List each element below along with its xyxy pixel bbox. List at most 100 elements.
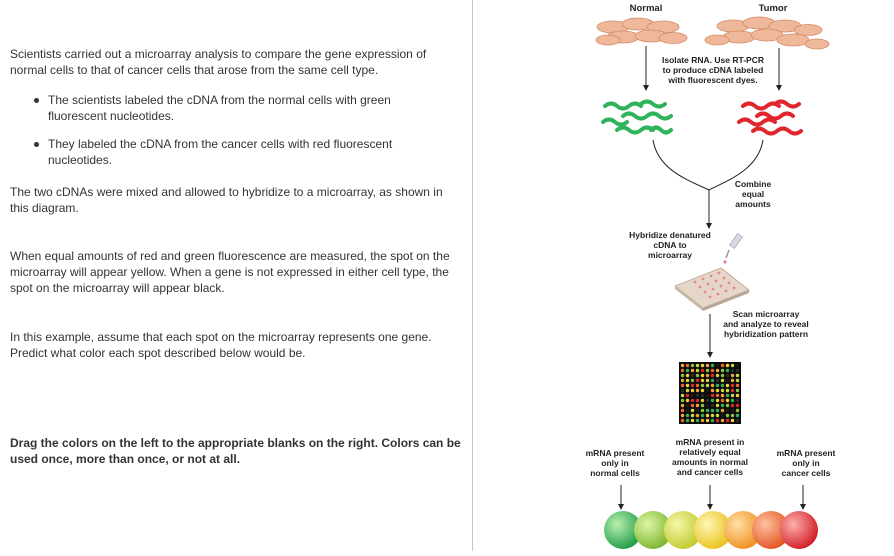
microarray-spot <box>700 398 705 403</box>
microarray-spot <box>715 393 720 398</box>
microarray-spot <box>705 398 710 403</box>
microarray-spot <box>715 373 720 378</box>
microarray-spot <box>695 403 700 408</box>
microarray-spot <box>695 388 700 393</box>
microarray-spot <box>680 373 685 378</box>
microarray-spot <box>685 378 690 383</box>
microarray-spot <box>685 388 690 393</box>
microarray-spot <box>725 418 730 423</box>
color-spectrum <box>604 511 818 549</box>
bullet-dot <box>34 142 39 147</box>
hybridize-text-2: cDNA to <box>653 240 686 250</box>
microarray-spot <box>735 418 740 423</box>
microarray-spot <box>715 378 720 383</box>
microarray-spot <box>735 398 740 403</box>
microarray-spot <box>680 383 685 388</box>
microarray-spot <box>705 368 710 373</box>
microarray-spot <box>720 388 725 393</box>
microarray-slide <box>674 267 750 311</box>
microarray-spot <box>690 418 695 423</box>
microarray-spot <box>700 363 705 368</box>
microarray-spot <box>690 398 695 403</box>
microarray-spot <box>690 373 695 378</box>
microarray-spot <box>720 363 725 368</box>
scan-text-3: hybridization pattern <box>724 329 808 339</box>
microarray-spot <box>730 368 735 373</box>
microarray-spot <box>700 388 705 393</box>
microarray-spot <box>695 418 700 423</box>
bullet-list: The scientists labeled the cDNA from the… <box>10 92 450 180</box>
microarray-spot <box>735 378 740 383</box>
microarray-spot <box>720 418 725 423</box>
microarray-spot <box>690 378 695 383</box>
microarray-spot <box>695 398 700 403</box>
microarray-spot <box>735 388 740 393</box>
microarray-spot <box>720 373 725 378</box>
microarray-spot <box>685 408 690 413</box>
microarray-spot <box>730 408 735 413</box>
microarray-spot <box>735 403 740 408</box>
microarray-spot <box>735 383 740 388</box>
microarray-spot <box>700 378 705 383</box>
microarray-spot <box>690 368 695 373</box>
microarray-spot <box>680 378 685 383</box>
microarray-spot <box>680 398 685 403</box>
bullet-green-label: The scientists labeled the cDNA from the… <box>10 92 450 124</box>
microarray-spot <box>695 408 700 413</box>
red-cdna <box>737 99 803 136</box>
spot-green <box>604 511 642 549</box>
microarray-spot <box>730 388 735 393</box>
label-normal-only-2: only in <box>601 458 628 468</box>
scan-text-1: Scan microarray <box>733 309 800 319</box>
microarray-spot <box>685 403 690 408</box>
microarray-spot <box>725 398 730 403</box>
label-normal-only-3: normal cells <box>590 468 640 478</box>
microarray-spot <box>680 418 685 423</box>
microarray-spot <box>700 403 705 408</box>
microarray-spot <box>680 403 685 408</box>
microarray-spot <box>680 368 685 373</box>
label-cancer-only-2: only in <box>792 458 819 468</box>
microarray-spot <box>705 383 710 388</box>
spot-red-orange <box>752 511 790 549</box>
microarray-spot <box>680 393 685 398</box>
microarray-spot <box>710 393 715 398</box>
label-equal-2: relatively equal <box>679 447 740 457</box>
combine-text-2: equal <box>742 189 764 199</box>
assume-text: In this example, assume that each spot o… <box>10 330 432 360</box>
merge-line-left <box>652 139 710 191</box>
microarray-spot <box>705 413 710 418</box>
bullet-red-label: They labeled the cDNA from the cancer ce… <box>10 136 450 168</box>
microarray-spot <box>710 368 715 373</box>
microarray-spot <box>705 408 710 413</box>
microarray-spot <box>705 373 710 378</box>
microarray-spot <box>700 413 705 418</box>
microarray-spot <box>690 408 695 413</box>
microarray-spot <box>735 368 740 373</box>
microarray-spot <box>685 418 690 423</box>
normal-cells <box>595 17 688 46</box>
microarray-spot <box>725 383 730 388</box>
microarray-spot <box>715 388 720 393</box>
microarray-spot <box>710 373 715 378</box>
spot-yellow-green <box>634 511 672 549</box>
hybridize-text-3: microarray <box>648 250 692 260</box>
microarray-spot <box>715 398 720 403</box>
microarray-spot <box>680 363 685 368</box>
microarray-spot <box>730 413 735 418</box>
spot-red <box>780 511 818 549</box>
label-normal-only-1: mRNA present <box>586 448 645 458</box>
microarray-spot <box>685 398 690 403</box>
microarray-spot <box>680 388 685 393</box>
microarray-spot <box>705 388 710 393</box>
normal-label: Normal <box>630 3 663 14</box>
microarray-spot <box>710 388 715 393</box>
mixed-text: The two cDNAs were mixed and allowed to … <box>10 185 443 215</box>
microarray-spot <box>705 378 710 383</box>
microarray-spot <box>720 383 725 388</box>
microarray-spot <box>710 408 715 413</box>
microarray-spot <box>705 418 710 423</box>
microarray-spot <box>700 373 705 378</box>
microarray-spot <box>700 368 705 373</box>
microarray-spot <box>725 388 730 393</box>
